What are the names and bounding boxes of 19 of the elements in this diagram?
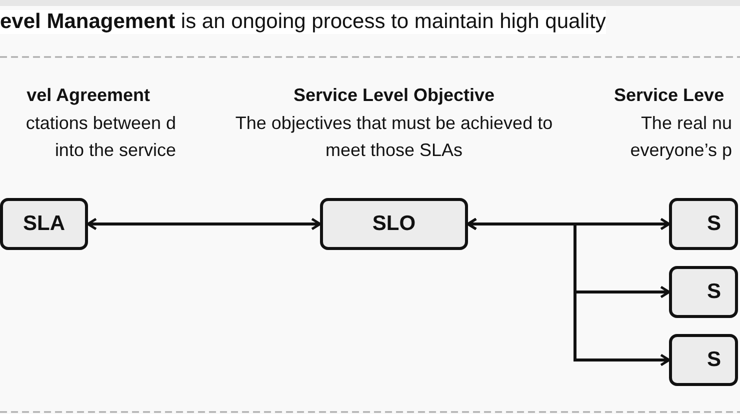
section-heading: Service Leve	[614, 84, 726, 107]
box-label: S	[706, 280, 721, 304]
section-heading: Service Level Objective	[292, 84, 496, 107]
arrow	[86, 218, 322, 230]
description-text: ctations between d into the service	[24, 112, 176, 162]
box-label: SLO	[372, 212, 416, 236]
arrow	[466, 218, 670, 366]
section-heading: vel Agreement	[26, 84, 150, 107]
description-text: The objectives that must be achieved to meet those SLAs	[234, 112, 554, 162]
process-box	[669, 198, 738, 250]
box-label: S	[706, 212, 721, 236]
box-label: SLA	[23, 212, 65, 236]
title: evel Management is an ongoing process to maintain high quality	[0, 10, 606, 34]
process-box	[320, 198, 468, 250]
process-box	[0, 198, 88, 250]
process-box	[669, 334, 738, 386]
box-label: S	[706, 348, 721, 372]
process-box	[669, 266, 738, 318]
description-text: The real nu everyone’s p	[629, 112, 732, 162]
